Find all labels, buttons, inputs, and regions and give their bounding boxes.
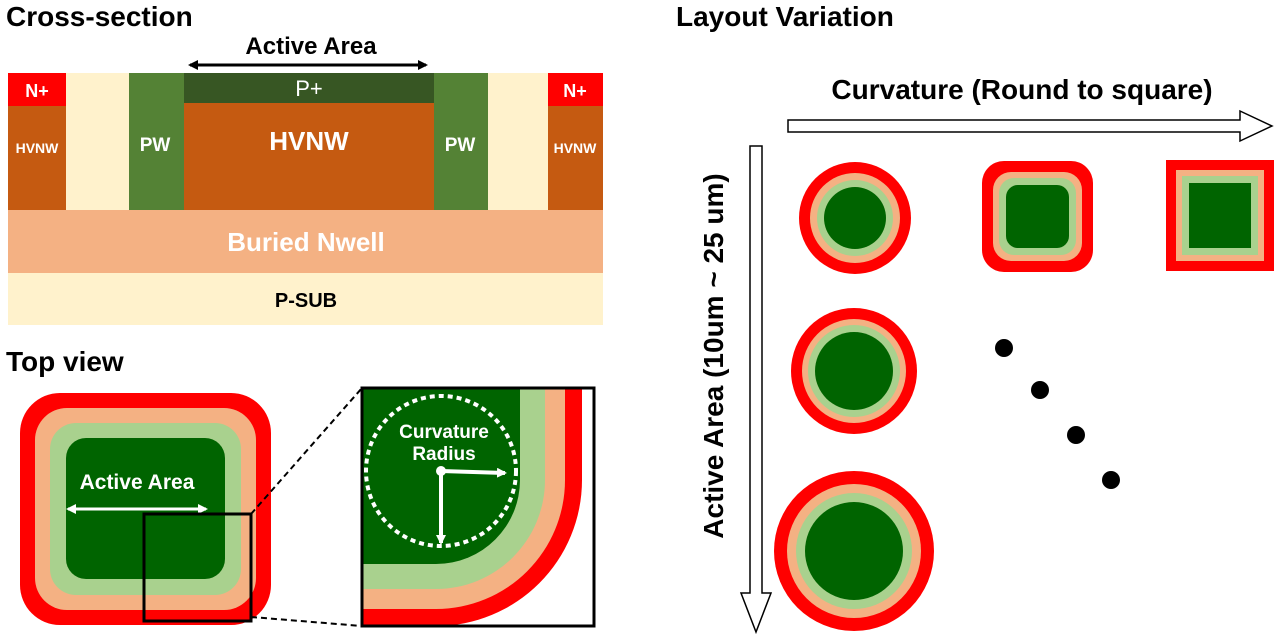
p-sub-label: P-SUB [275, 290, 337, 312]
pw-left-label: PW [140, 135, 171, 156]
n-plus-left [8, 73, 66, 106]
hvnw-right [548, 106, 603, 210]
buried-nwell-layer [8, 210, 603, 273]
p-plus-label: P+ [295, 76, 323, 101]
pw-left [129, 73, 184, 210]
layout-round-medium [791, 308, 917, 434]
hvnw-left-label: HVNW [16, 140, 60, 156]
zoom-guide-top [250, 387, 363, 515]
pw-right-label: PW [445, 135, 476, 156]
curvature-radius-label-line2: Radius [412, 444, 475, 465]
n-plus-right [548, 73, 603, 106]
curvature-axis-label: Curvature (Round to square) [831, 74, 1212, 105]
p-plus-region [184, 73, 434, 103]
continuation-dots [995, 339, 1120, 489]
zoom-selection-box [142, 512, 253, 623]
hvnw-center [184, 103, 434, 210]
active-area-axis-arrow [739, 145, 773, 635]
curvature-radius-circle [364, 394, 518, 548]
layout-round-small [799, 162, 911, 274]
cross-section-title: Cross-section [6, 1, 193, 32]
hvnw-center-label: HVNW [269, 126, 349, 156]
zoomed-corner [362, 388, 594, 626]
zoom-guide-bottom [250, 616, 363, 627]
curvature-axis-arrow [787, 109, 1274, 143]
cross-section-active-area-label: Active Area [245, 33, 377, 60]
radius-arrow-horizontal [440, 467, 507, 478]
layout-rounded-square [982, 161, 1093, 272]
curvature-radius-label-line1: Curvature [399, 422, 489, 443]
layout-square [1166, 160, 1274, 271]
zoom-box-frame [360, 386, 596, 628]
n-plus-left-label: N+ [25, 81, 49, 101]
hvnw-right-label: HVNW [554, 140, 598, 156]
hvnw-left [8, 106, 66, 210]
buried-nwell-label: Buried Nwell [227, 227, 384, 257]
n-plus-right-label: N+ [563, 81, 587, 101]
layout-round-large [774, 471, 934, 631]
top-view-title: Top view [6, 346, 124, 377]
top-view-active-area-label: Active Area [80, 471, 195, 494]
active-area-axis-label: Active Area (10um ~ 25 um) [698, 173, 729, 538]
pw-right [434, 73, 488, 210]
layout-variation-title: Layout Variation [676, 1, 894, 32]
